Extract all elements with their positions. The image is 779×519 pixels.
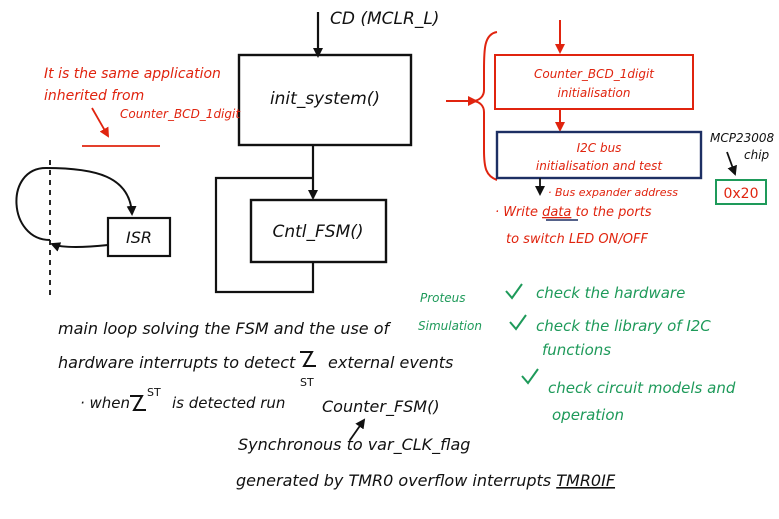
main-loop-path [214, 176, 315, 294]
check-text-2: check the library of I2C [536, 317, 711, 335]
sync-arrow [349, 418, 366, 441]
st-label: ST [300, 376, 314, 389]
isr-label: ISR [126, 228, 152, 247]
expansion-brace [473, 31, 498, 181]
interrupt-note-prefix: hardware interrupts to detect [58, 353, 296, 372]
check-icon-2 [509, 314, 527, 331]
cntl-fsm-block [249, 198, 388, 264]
falling-edge-symbol [300, 351, 316, 367]
chip-name: MCP23008 [710, 131, 775, 145]
isr-enter-arrow [15, 166, 137, 241]
check-icon-1 [505, 283, 523, 300]
init-system-label: init_system() [270, 89, 380, 109]
i2c-line-2: initialisation and test [536, 159, 663, 173]
sync-note: Synchronous to var_CLK_flag [238, 435, 470, 455]
bus-address-label: · Bus expander address [548, 186, 678, 199]
check-text-3b: operation [552, 406, 624, 424]
check-text-3: check circuit models and [548, 379, 736, 397]
isr-return-arrow [50, 242, 109, 252]
counter-init-line-1: Counter_BCD_1digit [534, 67, 655, 81]
bus-address-box [715, 179, 767, 205]
counter-init-line-2: initialisation [558, 86, 631, 100]
init-system-block [237, 53, 413, 147]
falling-edge-symbol-2 [130, 395, 146, 411]
i2c-line-1: I2C bus [577, 141, 622, 155]
i2c-block [495, 130, 703, 180]
interrupt-note-suffix: external events [328, 353, 453, 372]
note-line-2: inherited from [44, 88, 144, 104]
note-line-1: It is the same application [44, 66, 221, 82]
when-suffix: is detected run [172, 394, 285, 412]
timer-note: generated by TMR0 overflow interrupts TM… [236, 471, 616, 490]
main-loop-note: main loop solving the FSM and the use of [58, 319, 392, 338]
note-line-3: Counter_BCD_1digit [120, 107, 241, 121]
check-text-1: check the hardware [536, 284, 685, 302]
write-data-line: · Write data to the ports [495, 205, 652, 220]
proteus-label-1: Proteus [420, 291, 465, 305]
st-label-2: ST [147, 386, 161, 399]
chip-pointer-arrow [726, 151, 737, 176]
chip-word: chip [744, 148, 770, 162]
proteus-label-2: Simulation [418, 319, 482, 333]
when-prefix: · when [80, 394, 130, 412]
when-call: Counter_FSM() [322, 397, 440, 417]
cntl-fsm-label: Cntl_FSM() [272, 222, 363, 242]
check-icon-3 [521, 368, 539, 385]
note-pointer-arrow [91, 107, 109, 138]
switch-led-line: to switch LED ON/OFF [506, 232, 648, 247]
check-text-2b: functions [542, 341, 611, 359]
isr-block [106, 216, 172, 258]
reset-input-label: CD (MCLR_L) [330, 9, 439, 29]
counter-init-block [494, 54, 694, 110]
bus-address-value: 0x20 [723, 186, 758, 202]
